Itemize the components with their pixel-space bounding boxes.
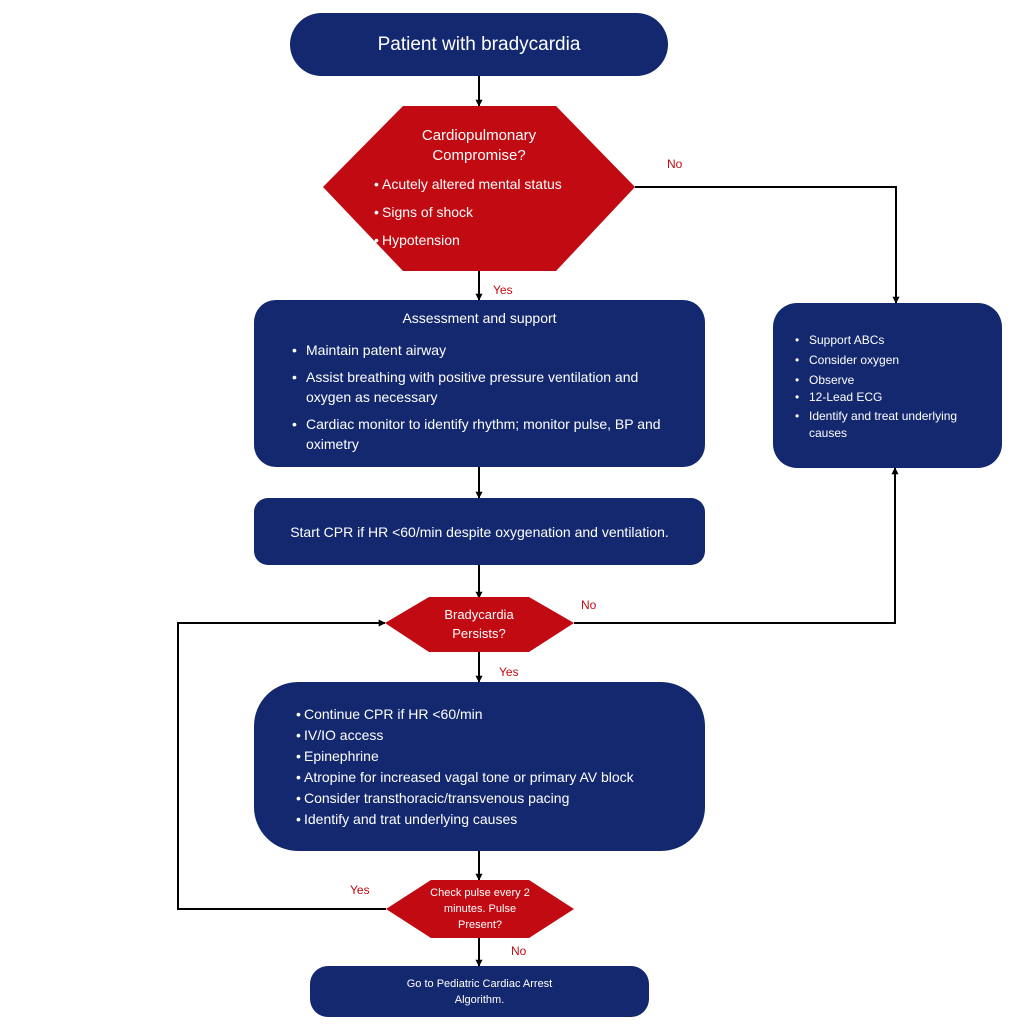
pulse-check-text: Check pulse every 2 minutes. Pulse Prese… bbox=[430, 887, 530, 931]
compromise-title: Cardiopulmonary Compromise? bbox=[421, 127, 537, 164]
treatment-item: Atropine for increased vagal tone or pri… bbox=[296, 767, 685, 788]
connector-compromise-to-support bbox=[635, 186, 900, 304]
label-pulse-no: No bbox=[511, 944, 527, 958]
compromise-list: Acutely altered mental status Signs of s… bbox=[374, 175, 614, 249]
compromise-item: Hypotension bbox=[374, 231, 614, 249]
support-item: Consider oxygen bbox=[795, 352, 990, 369]
arrest-text: Go to Pediatric Cardiac Arrest Algorithm… bbox=[406, 977, 553, 1006]
label-persists-yes: Yes bbox=[499, 665, 519, 679]
support-item: Identify and treat underlying causes bbox=[795, 408, 990, 442]
treatment-list: Continue CPR if HR <60/min IV/IO access … bbox=[296, 704, 685, 830]
label-compromise-yes: Yes bbox=[493, 283, 513, 297]
compromise-item: Signs of shock bbox=[374, 203, 614, 221]
compromise-item: Acutely altered mental status bbox=[374, 175, 614, 193]
persists-diamond bbox=[385, 597, 574, 652]
arrest-box: Go to Pediatric Cardiac Arrest Algorithm… bbox=[310, 966, 649, 1017]
cpr-box: Start CPR if HR <60/min despite oxygenat… bbox=[254, 498, 705, 565]
support-item: Support ABCs bbox=[795, 332, 990, 349]
treatment-box: Continue CPR if HR <60/min IV/IO access … bbox=[254, 682, 705, 851]
treatment-item: Epinephrine bbox=[296, 746, 685, 767]
persists-text: Bradycardia Persists? bbox=[444, 607, 514, 641]
assessment-item: Assist breathing with positive pressure … bbox=[292, 367, 685, 407]
start-text: Patient with bradycardia bbox=[377, 33, 581, 55]
connector-pulse-loop-to-persists bbox=[177, 619, 386, 910]
treatment-item: Consider transthoracic/transvenous pacin… bbox=[296, 788, 685, 809]
treatment-item: IV/IO access bbox=[296, 725, 685, 746]
support-list: Support ABCs Consider oxygen Observe 12-… bbox=[795, 332, 990, 442]
assessment-title: Assessment and support bbox=[402, 310, 557, 326]
assessment-box: Assessment and support Maintain patent a… bbox=[254, 300, 705, 467]
connectors bbox=[177, 76, 900, 967]
assessment-list: Maintain patent airway Assist breathing … bbox=[292, 340, 685, 454]
start-box: Patient with bradycardia bbox=[290, 13, 668, 76]
treatment-item: Identify and trat underlying causes bbox=[296, 809, 685, 830]
assessment-item: Maintain patent airway bbox=[292, 340, 685, 360]
cpr-text: Start CPR if HR <60/min despite oxygenat… bbox=[290, 523, 669, 540]
assessment-item: Cardiac monitor to identify rhythm; moni… bbox=[292, 414, 685, 454]
pulse-check-diamond bbox=[386, 880, 574, 938]
support-item: 12-Lead ECG bbox=[795, 389, 990, 406]
support-item: Observe bbox=[795, 372, 990, 389]
treatment-item: Continue CPR if HR <60/min bbox=[296, 704, 685, 725]
label-compromise-no: No bbox=[667, 157, 683, 171]
connector-persists-to-support bbox=[574, 467, 899, 624]
label-persists-no: No bbox=[581, 598, 597, 612]
label-pulse-yes: Yes bbox=[350, 883, 370, 897]
support-box: Support ABCs Consider oxygen Observe 12-… bbox=[773, 303, 1002, 468]
